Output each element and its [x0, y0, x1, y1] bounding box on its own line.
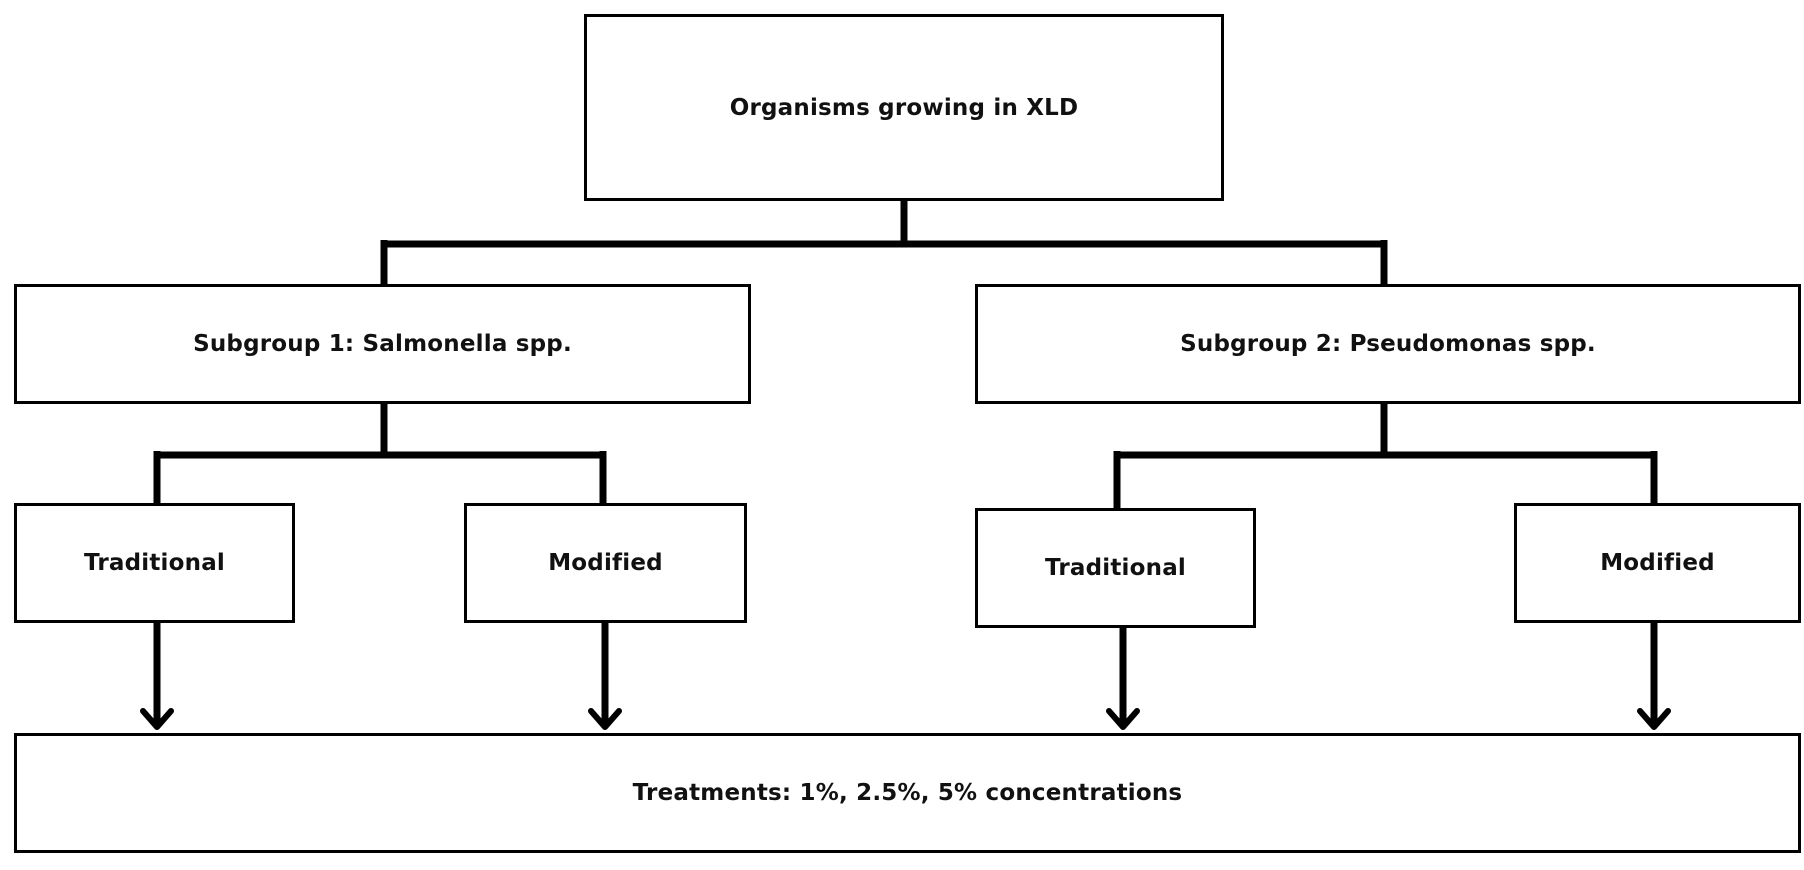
- arrowhead-traditional2: [1106, 708, 1140, 730]
- subgroup2-traditional-label: Traditional: [1044, 555, 1187, 581]
- subgroup2-traditional-node: Traditional: [975, 508, 1256, 628]
- treatments-node: Treatments: 1%, 2.5%, 5% concentrations: [14, 733, 1801, 853]
- subgroup1-modified-node: Modified: [464, 503, 747, 623]
- subgroup1-node: Subgroup 1: Salmonella spp.: [14, 284, 751, 404]
- subgroup1-node-label: Subgroup 1: Salmonella spp.: [193, 331, 572, 357]
- subgroup2-modified-node: Modified: [1514, 503, 1801, 623]
- root-node: Organisms growing in XLD: [584, 14, 1224, 201]
- treatments-node-label: Treatments: 1%, 2.5%, 5% concentrations: [632, 780, 1183, 806]
- subgroup1-traditional-node: Traditional: [14, 503, 295, 623]
- root-node-label: Organisms growing in XLD: [729, 94, 1079, 121]
- subgroup2-node: Subgroup 2: Pseudomonas spp.: [975, 284, 1801, 404]
- subgroup1-modified-label: Modified: [548, 550, 663, 576]
- subgroup2-modified-label: Modified: [1600, 550, 1715, 576]
- arrowhead-modified2: [1637, 708, 1671, 730]
- subgroup2-node-label: Subgroup 2: Pseudomonas spp.: [1180, 331, 1596, 357]
- arrowhead-modified1: [588, 708, 622, 730]
- subgroup1-traditional-label: Traditional: [83, 550, 226, 576]
- arrowhead-traditional1: [140, 708, 174, 730]
